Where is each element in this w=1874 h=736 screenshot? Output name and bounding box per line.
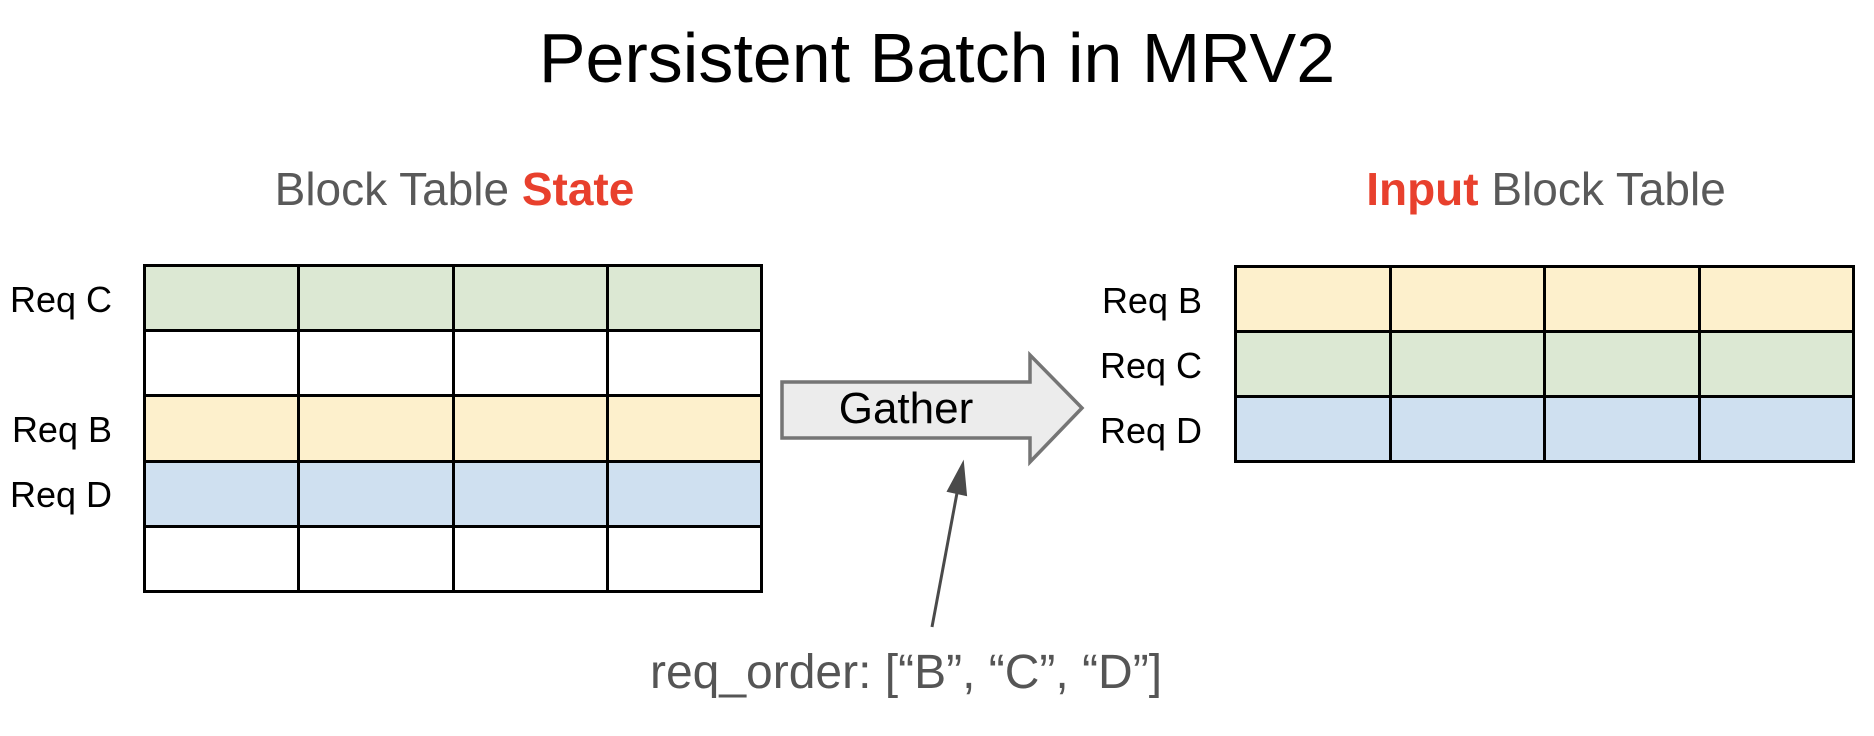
- right-table-heading: Input Block Table: [1237, 163, 1855, 216]
- block-cell: [142, 329, 301, 398]
- req-order-annotation: req_order: [“B”, “C”, “D”]: [649, 646, 1163, 699]
- block-cell: [451, 394, 609, 463]
- block-cell: [297, 329, 455, 398]
- table-row: [1234, 330, 1855, 398]
- block-cell: [1234, 330, 1392, 398]
- block-cell: [605, 394, 764, 463]
- annotation-arrow-line: [930, 492, 959, 628]
- table-row: [1234, 395, 1855, 463]
- table-row: [142, 263, 764, 333]
- block-cell: [1234, 395, 1392, 463]
- block-cell: [1543, 395, 1701, 463]
- row-label-req-c: Req C: [1099, 344, 1202, 386]
- block-cell: [297, 524, 455, 594]
- row-label-empty: [0, 528, 112, 593]
- table-row: [142, 394, 764, 463]
- table-row: [142, 459, 764, 528]
- gather-arrow-label: Gather: [838, 384, 974, 433]
- block-cell: [297, 263, 455, 333]
- annotation-arrowhead-icon: [946, 459, 968, 497]
- block-cell: [1388, 330, 1546, 398]
- block-cell: [1697, 330, 1855, 398]
- table-row: [142, 329, 764, 398]
- input-block-table: [1234, 265, 1855, 463]
- block-cell: [142, 524, 301, 594]
- block-cell: [1543, 265, 1701, 333]
- block-cell: [1697, 265, 1855, 333]
- block-cell: [297, 394, 455, 463]
- left-table-row-labels: Req C Req B Req D: [0, 267, 112, 593]
- block-cell: [1234, 265, 1392, 333]
- right-heading-highlight: Input: [1366, 163, 1479, 215]
- row-label-req-b: Req B: [1101, 279, 1202, 321]
- left-table-heading: Block Table State: [146, 163, 763, 216]
- block-cell: [142, 263, 301, 333]
- row-label-req-d: Req D: [1099, 409, 1202, 451]
- block-cell: [1388, 395, 1546, 463]
- left-heading-highlight: State: [521, 163, 635, 215]
- block-cell: [605, 524, 764, 594]
- block-table-state: [142, 263, 764, 594]
- block-cell: [451, 263, 609, 333]
- left-heading-text: Block Table: [274, 163, 522, 215]
- block-cell: [1543, 330, 1701, 398]
- block-cell: [142, 459, 301, 528]
- row-label-req-d: Req D: [9, 474, 112, 516]
- page-title: Persistent Batch in MRV2: [538, 19, 1336, 97]
- row-label-req-b: Req B: [11, 409, 112, 450]
- block-cell: [451, 329, 609, 398]
- table-row: [1234, 265, 1855, 333]
- table-row: [142, 524, 764, 594]
- block-cell: [605, 263, 764, 333]
- block-cell: [451, 459, 609, 528]
- block-cell: [451, 524, 609, 594]
- block-cell: [605, 329, 764, 398]
- block-cell: [142, 394, 301, 463]
- row-label-req-c: Req C: [9, 278, 112, 320]
- block-cell: [1388, 265, 1546, 333]
- right-heading-text: Block Table: [1478, 163, 1726, 215]
- row-label-empty: [0, 332, 112, 397]
- right-table-row-labels: Req B Req C Req D: [1060, 268, 1202, 463]
- block-cell: [605, 459, 764, 528]
- block-cell: [1697, 395, 1855, 463]
- block-cell: [297, 459, 455, 528]
